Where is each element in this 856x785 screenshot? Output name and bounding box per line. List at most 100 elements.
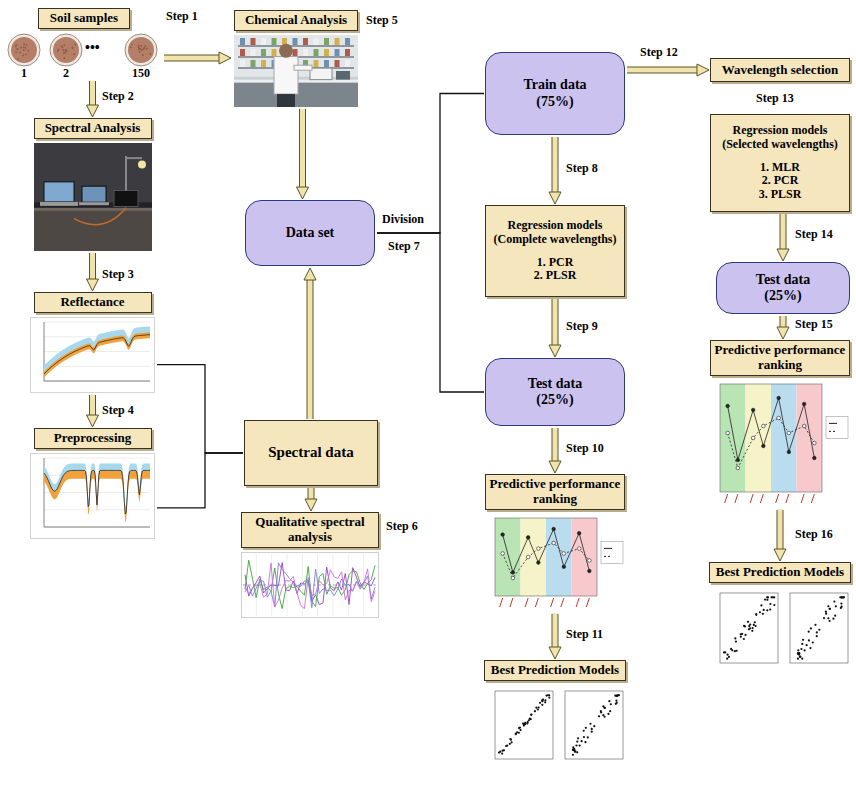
data-point xyxy=(816,635,818,637)
arrow-outline xyxy=(627,67,698,74)
data-point xyxy=(755,625,757,627)
legend-box xyxy=(826,416,848,438)
data-point xyxy=(583,730,585,732)
flow-arrow xyxy=(781,214,786,250)
soil-sample xyxy=(11,37,37,63)
analyst-arm xyxy=(294,65,312,70)
data-point xyxy=(743,625,745,627)
soil-grain xyxy=(72,47,74,49)
chem-figure xyxy=(234,35,358,107)
step-header: Best Prediction Models xyxy=(709,562,851,583)
result-step: Best Prediction Models xyxy=(708,562,852,673)
tick-mark xyxy=(725,494,728,503)
step-label: Step 6 xyxy=(386,520,418,534)
grid-line xyxy=(44,380,150,381)
data-point xyxy=(797,653,799,655)
data-point xyxy=(766,596,768,598)
method-item: 2. PCR xyxy=(762,174,799,188)
data-point xyxy=(741,633,743,635)
soil-grain xyxy=(144,45,146,47)
flow-arrow xyxy=(553,137,558,193)
flow-arrow xyxy=(553,299,558,346)
data-point xyxy=(589,723,591,725)
fibre-cable xyxy=(74,208,126,225)
legend-sample xyxy=(604,556,612,557)
data-point xyxy=(832,618,834,620)
flow-arrow xyxy=(90,253,95,280)
step-label: Step 5 xyxy=(366,14,398,28)
grid-line xyxy=(44,321,150,322)
box-title: Data set xyxy=(286,225,335,241)
box-title: Best Prediction Models xyxy=(713,565,847,580)
step-label: Step 1 xyxy=(166,10,198,24)
data-point xyxy=(748,628,750,630)
step-header: Spectral Analysis xyxy=(34,118,152,139)
data-point xyxy=(516,731,518,733)
step-label: Step 3 xyxy=(102,268,134,282)
data-point xyxy=(591,728,593,730)
chart-background xyxy=(31,317,155,392)
flow-arrow xyxy=(90,395,95,416)
ranking-point xyxy=(762,444,766,448)
legend-box xyxy=(601,541,623,563)
lab-bottle xyxy=(293,38,298,45)
data-point xyxy=(572,754,574,756)
data-point xyxy=(726,658,728,660)
soil-grain xyxy=(15,51,17,53)
lab-bottle xyxy=(272,38,277,45)
data-point xyxy=(799,656,801,658)
data-point xyxy=(810,627,812,629)
tick-mark xyxy=(760,494,763,503)
lab-device xyxy=(310,68,332,80)
ranking-panel xyxy=(720,384,746,492)
ranking-line xyxy=(503,529,590,572)
data-point xyxy=(766,599,768,601)
data-point xyxy=(727,654,729,656)
lab-bottle xyxy=(324,38,329,45)
data-point xyxy=(537,708,539,710)
data-point xyxy=(806,644,808,646)
tick-mark xyxy=(576,598,579,607)
step-label: Step 14 xyxy=(795,228,833,242)
lab-bottle xyxy=(335,49,340,56)
grid-line xyxy=(44,526,150,527)
soil-grain xyxy=(58,48,60,50)
tick-mark xyxy=(500,598,503,607)
lab-bottle xyxy=(314,60,319,67)
box-title: Train data (75%) xyxy=(513,77,597,109)
step-header: Preprocessing xyxy=(34,428,152,449)
arrow-outline xyxy=(552,299,559,346)
step-label: Step 4 xyxy=(102,404,134,418)
arrow-outline xyxy=(780,316,787,328)
data-point xyxy=(828,608,830,610)
step-header: Qualitative spectral analysis xyxy=(241,512,379,548)
data-point xyxy=(764,598,766,600)
data-point xyxy=(538,706,540,708)
arrow-outline xyxy=(164,55,220,62)
soil-grain xyxy=(23,43,25,45)
tick-mark xyxy=(735,494,738,503)
step-label: Step 10 xyxy=(566,442,604,456)
data-point xyxy=(615,703,617,705)
analysis-step: Qualitative spectral analysis xyxy=(240,512,380,618)
data-point xyxy=(800,648,802,650)
data-point xyxy=(539,702,541,704)
ranking-panel xyxy=(746,384,772,492)
grid-line xyxy=(44,366,150,367)
laptop-base xyxy=(40,202,78,206)
data-point xyxy=(609,710,611,712)
tick-mark xyxy=(786,494,789,503)
ranking-point xyxy=(813,456,817,460)
loading-line xyxy=(245,563,375,608)
axis-line xyxy=(44,380,150,381)
data-point xyxy=(802,639,804,641)
ranking-panel xyxy=(797,384,823,492)
process-box: Wavelength selection xyxy=(710,58,850,82)
lab-bottle xyxy=(240,38,245,45)
rank-figure xyxy=(485,514,625,612)
data-point xyxy=(510,739,512,741)
ranking-panel xyxy=(546,518,572,596)
soil-grain xyxy=(71,47,73,49)
box-title: Best Prediction Models xyxy=(488,663,622,678)
data-point xyxy=(724,651,726,653)
